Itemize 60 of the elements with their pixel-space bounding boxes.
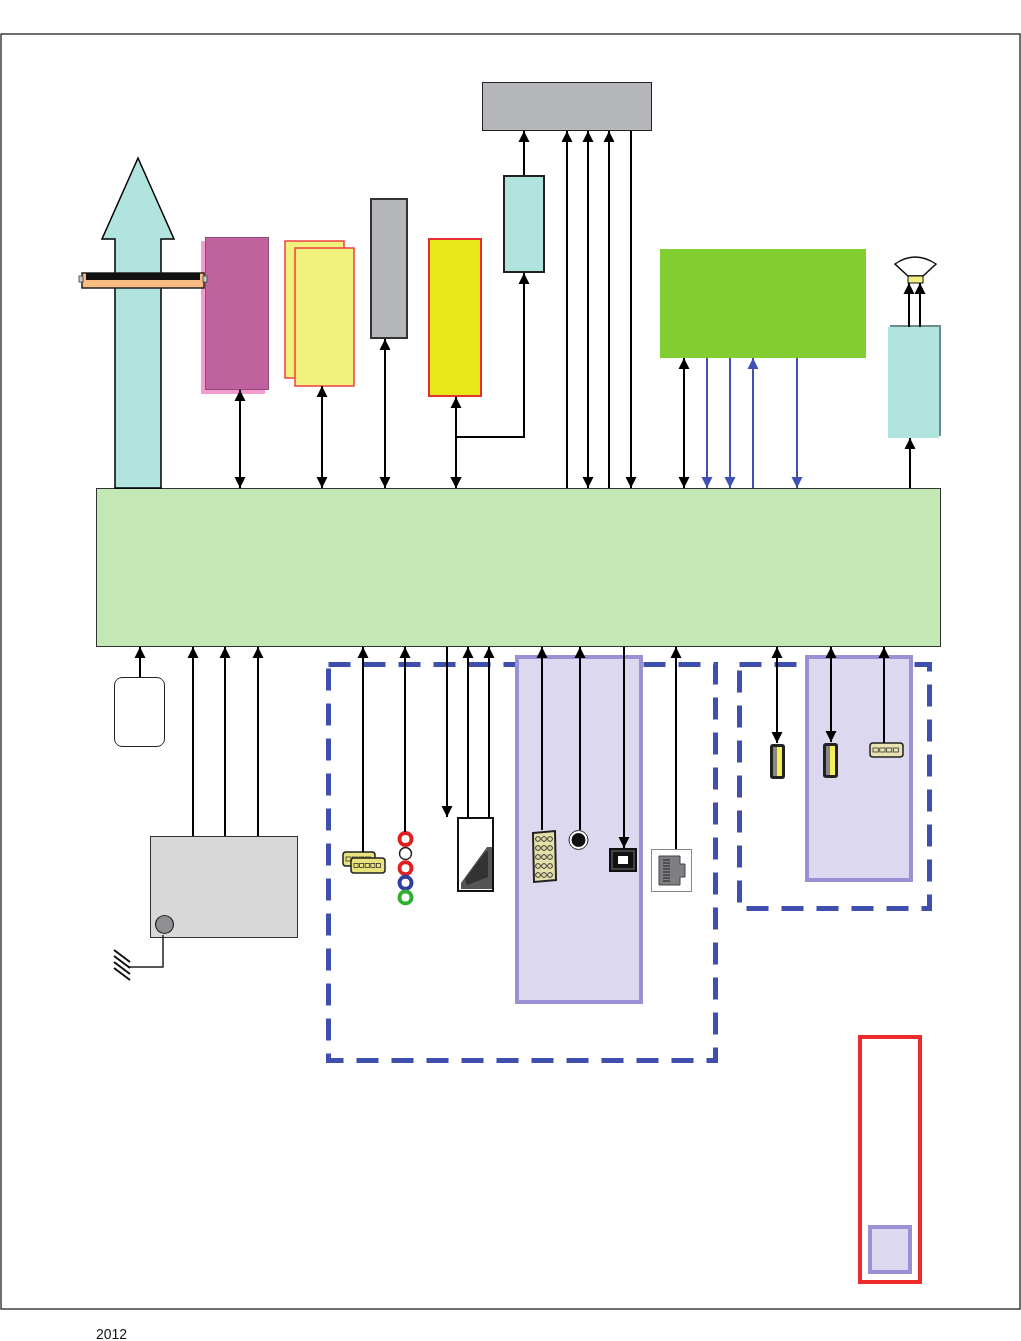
connector-panel <box>805 655 913 882</box>
speaker-icon <box>893 254 938 283</box>
arrow <box>678 357 690 489</box>
arrow <box>187 646 199 837</box>
stacked-module-box <box>284 240 354 386</box>
module-box <box>660 249 866 358</box>
outline-box <box>858 1035 922 1284</box>
arrow <box>670 646 682 850</box>
arrow <box>561 130 573 489</box>
arrow <box>518 130 530 176</box>
arrow <box>625 130 637 489</box>
arrow <box>724 357 736 489</box>
arrow <box>234 389 246 489</box>
vga-connector-icon <box>531 830 557 883</box>
block-arrow <box>100 156 176 489</box>
arrow <box>536 646 548 831</box>
unit-box <box>482 82 652 131</box>
arrow <box>747 357 759 489</box>
arrow <box>825 646 837 743</box>
module-box <box>150 836 298 938</box>
arrow <box>316 385 328 489</box>
year-label: 2012 <box>96 1326 128 1341</box>
arrow <box>252 646 264 837</box>
panel-box <box>868 1225 912 1274</box>
connector-icon <box>343 852 385 873</box>
arrow <box>399 646 411 833</box>
arrow <box>603 130 615 489</box>
module-box <box>888 327 939 438</box>
usb-port-icon <box>769 743 786 780</box>
arrow <box>582 130 594 489</box>
arrow <box>450 272 530 489</box>
arrow <box>441 646 453 818</box>
socket-icon <box>457 817 494 892</box>
arrow <box>771 646 783 744</box>
module-box <box>503 175 545 273</box>
arrow <box>462 646 474 818</box>
rca-jacks-icon <box>397 832 414 905</box>
arrow <box>903 282 915 328</box>
arrow <box>618 646 630 849</box>
rounded-box <box>114 677 165 747</box>
arrow <box>483 646 495 818</box>
arrow <box>791 357 803 489</box>
arrow <box>701 357 713 489</box>
usb-port-icon <box>822 742 839 779</box>
module-box <box>428 238 482 397</box>
main-board-box <box>96 488 941 647</box>
arrow <box>379 338 391 489</box>
usb-b-port-icon <box>609 848 637 872</box>
arrow <box>904 437 916 489</box>
arrow <box>914 282 926 328</box>
ethernet-port-icon <box>651 849 692 892</box>
arrow <box>219 646 231 837</box>
audio-jack-icon <box>568 830 589 850</box>
connector-icon <box>870 743 903 757</box>
arrow <box>357 646 369 853</box>
connector-panel <box>515 655 643 1004</box>
arrow <box>134 646 146 678</box>
arrow <box>574 646 586 831</box>
module-box <box>370 198 408 339</box>
arrow <box>878 646 890 744</box>
